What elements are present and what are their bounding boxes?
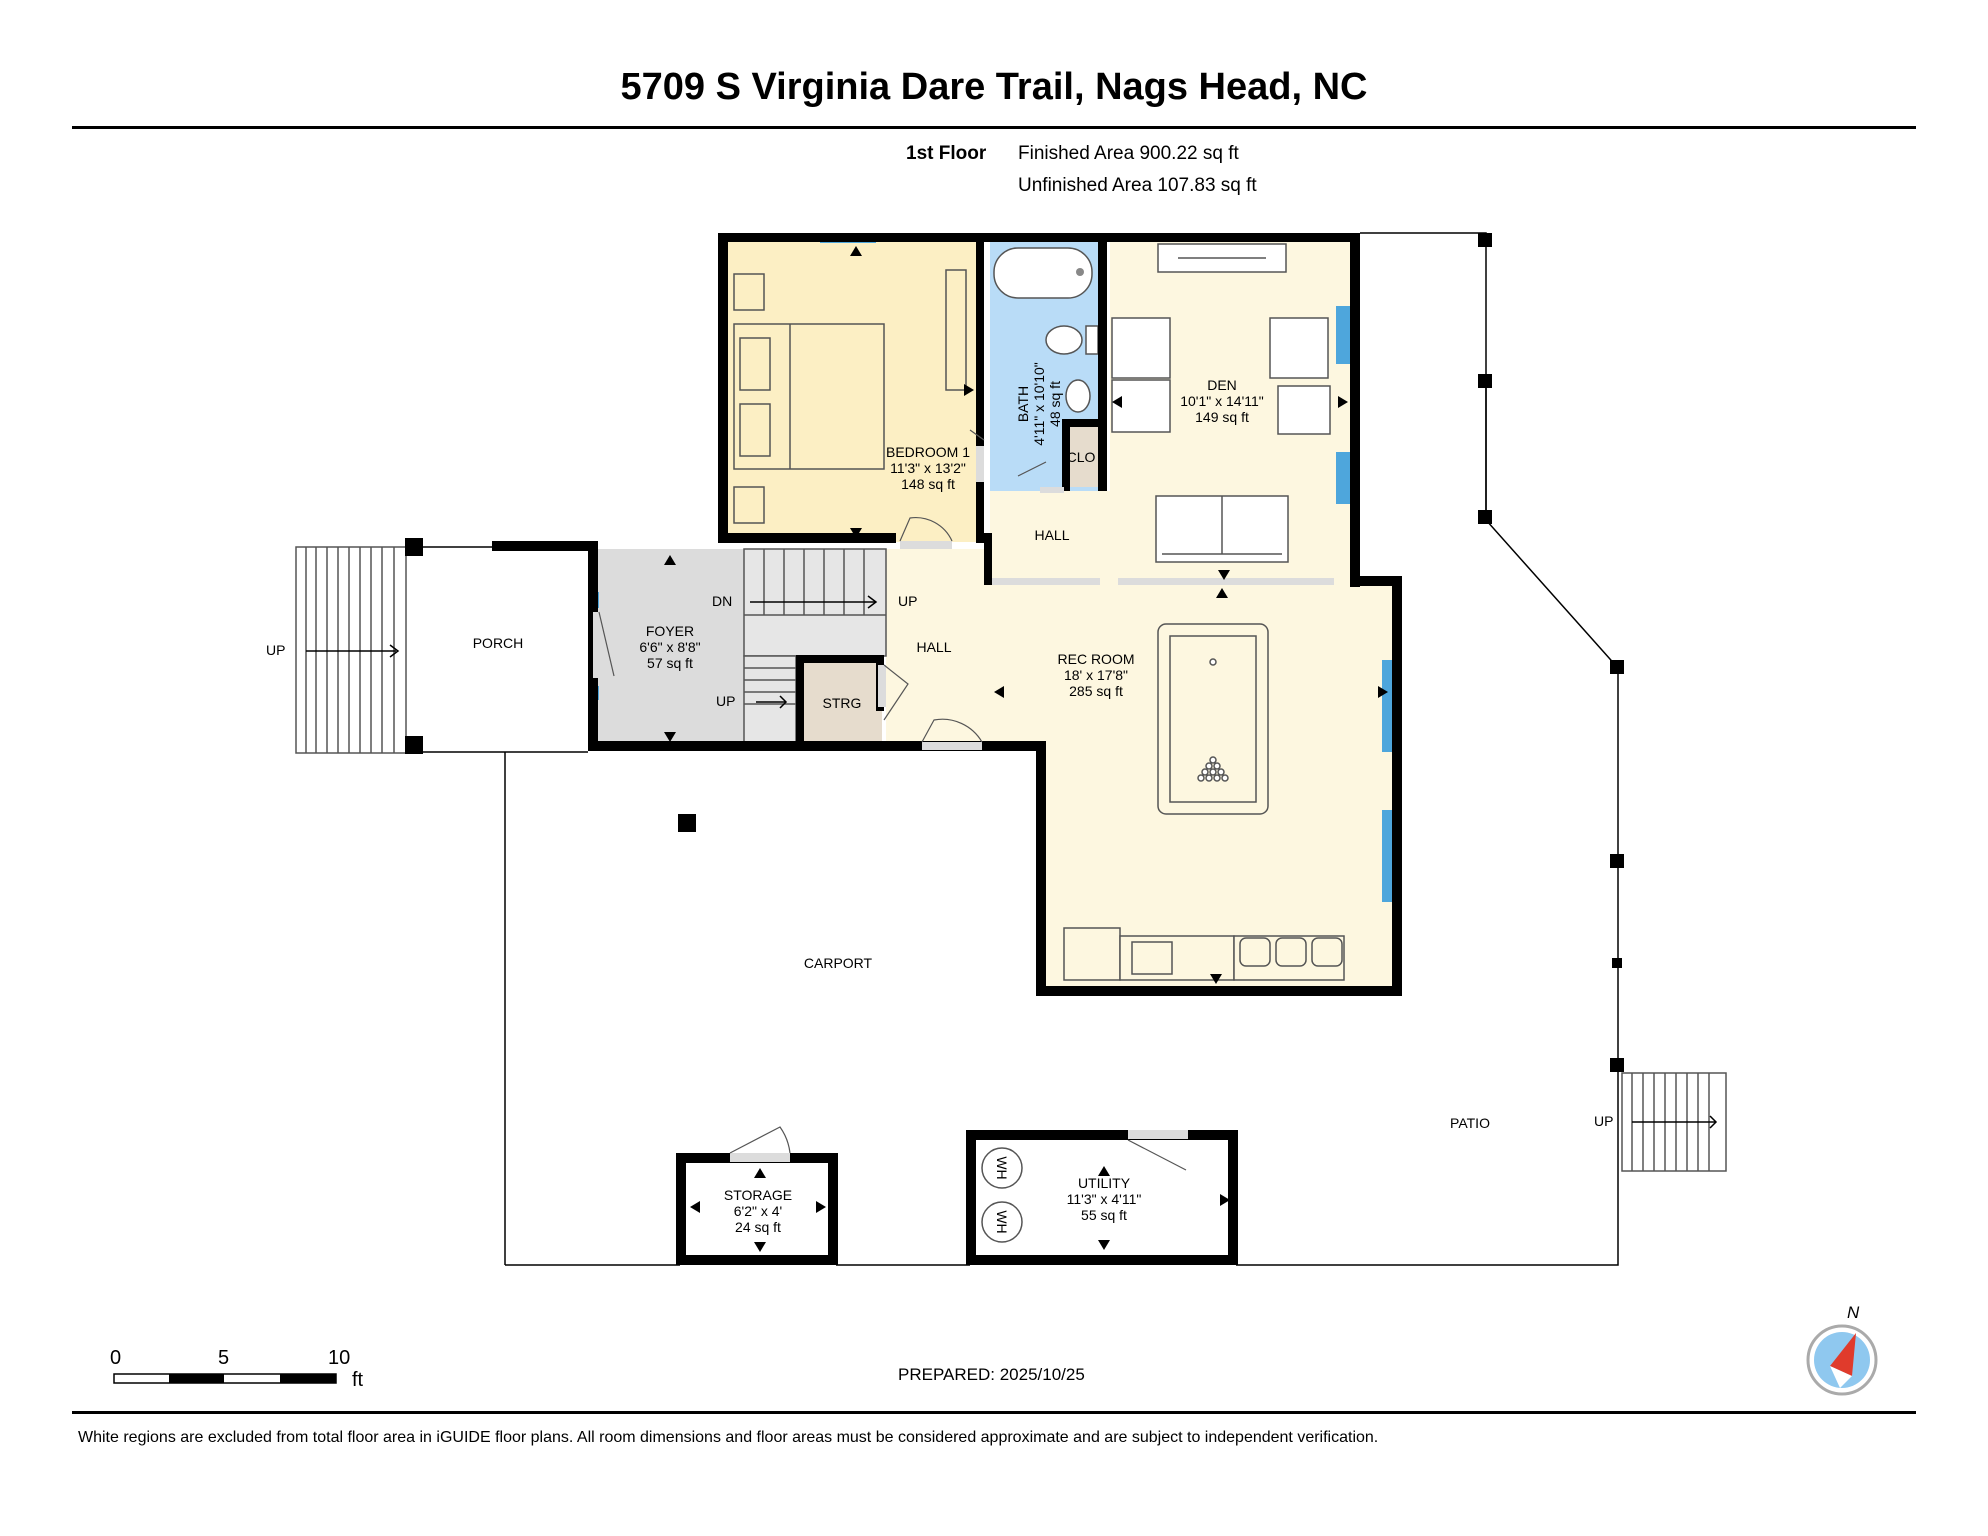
water-heater-1 [981, 1147, 1023, 1189]
patio-name: PATIO [1450, 1115, 1490, 1131]
foyer-fill [598, 549, 744, 745]
furniture [733, 243, 1345, 1243]
porch-up-label: UP [266, 642, 285, 658]
storage-area: 24 sq ft [735, 1219, 781, 1235]
bar-stool-2 [1275, 937, 1307, 967]
floor-name: 1st Floor [906, 143, 987, 164]
room-labels: BEDROOM 1 11'3" x 13'2" 148 sq ft BATH 4… [473, 362, 1490, 1235]
foyer-area: 57 sq ft [647, 655, 693, 671]
bedroom-area: 148 sq ft [901, 476, 955, 492]
den-dims: 10'1" x 14'11" [1180, 393, 1264, 409]
bedroom-name: BEDROOM 1 [886, 444, 970, 460]
dimension-arrows [664, 246, 1388, 1252]
scale-bar: 0 5 10 ft [110, 1347, 364, 1391]
hall-up-label: UP [898, 593, 917, 609]
bar-stool-1 [1239, 937, 1271, 967]
foyer-up-label: UP [716, 693, 735, 709]
foyer-stair-lower [743, 655, 797, 746]
wh-label-2: WH [994, 1210, 1010, 1233]
strg-fill [802, 663, 882, 745]
utility-area: 55 sq ft [1081, 1207, 1127, 1223]
nightstand-top [733, 273, 765, 311]
hall-lower-name: HALL [916, 639, 951, 655]
bar-sink [1131, 941, 1173, 975]
water-heater-2 [981, 1201, 1023, 1243]
porch-outline [406, 546, 588, 753]
bathtub [993, 247, 1093, 299]
storage-dims: 6'2" x 4' [734, 1203, 782, 1219]
patio-up-label: UP [1594, 1113, 1613, 1129]
scale-label-10: 10 [328, 1347, 350, 1369]
footer-divider [72, 1411, 1916, 1414]
bath-area: 48 sq ft [1047, 381, 1063, 427]
rec-room-name: REC ROOM [1058, 651, 1135, 667]
header-divider [72, 126, 1916, 129]
stair-labels: UP DN UP UP UP [266, 593, 1613, 1129]
den-area: 149 sq ft [1195, 409, 1249, 425]
strg-name: STRG [823, 695, 862, 711]
storage-name: STORAGE [724, 1187, 792, 1203]
den-chair-right [1269, 317, 1329, 379]
bath-name: BATH [1015, 386, 1031, 422]
bar-cabinet [1063, 927, 1121, 981]
doors [593, 429, 1334, 1171]
bar-stool-3 [1311, 937, 1343, 967]
billiard-balls [1197, 756, 1229, 782]
compass-north-label: N [1847, 1303, 1860, 1322]
porch-stair [295, 546, 407, 754]
compass-icon: N [1806, 1303, 1878, 1396]
unfinished-area: Unfinished Area 107.83 sq ft [1018, 175, 1257, 196]
bedroom-dims: 11'3" x 13'2" [890, 460, 966, 476]
foyer-dims: 6'6" x 8'8" [639, 639, 700, 655]
scale-unit: ft [352, 1369, 364, 1391]
exterior-outline [504, 232, 1619, 1266]
porch-stair-treads [305, 547, 395, 753]
porch-name: PORCH [473, 635, 524, 651]
scale-label-5: 5 [218, 1347, 229, 1369]
sink [1065, 379, 1091, 413]
rec-room-area: 285 sq ft [1069, 683, 1123, 699]
hall-lower-fill [886, 549, 990, 745]
rec-room-dims: 18' x 17'8" [1064, 667, 1128, 683]
stairs [295, 546, 1727, 1172]
page-title: 5709 S Virginia Dare Trail, Nags Head, N… [620, 66, 1368, 108]
toilet [1045, 325, 1083, 355]
carport-name: CARPORT [804, 955, 873, 971]
foyer-stair-treads [763, 549, 865, 615]
finished-area: Finished Area 900.22 sq ft [1018, 143, 1239, 164]
clo-name: CLO [1067, 449, 1096, 465]
hall-upper-name: HALL [1034, 527, 1069, 543]
utility-name: UTILITY [1078, 1175, 1131, 1191]
foyer-name: FOYER [646, 623, 694, 639]
prepared-date: PREPARED: 2025/10/25 [898, 1365, 1085, 1384]
den-chair-left [1111, 317, 1171, 379]
disclaimer: White regions are excluded from total fl… [78, 1429, 1379, 1446]
dresser [945, 269, 967, 391]
wh-label-1: WH [994, 1156, 1010, 1179]
utility-dims: 11'3" x 4'11" [1067, 1191, 1142, 1207]
nightstand-bottom [733, 486, 765, 524]
den-name: DEN [1207, 377, 1237, 393]
bath-dims: 4'11" x 10'10" [1031, 362, 1047, 446]
foyer-dn-label: DN [712, 593, 732, 609]
scale-label-0: 0 [110, 1347, 121, 1369]
